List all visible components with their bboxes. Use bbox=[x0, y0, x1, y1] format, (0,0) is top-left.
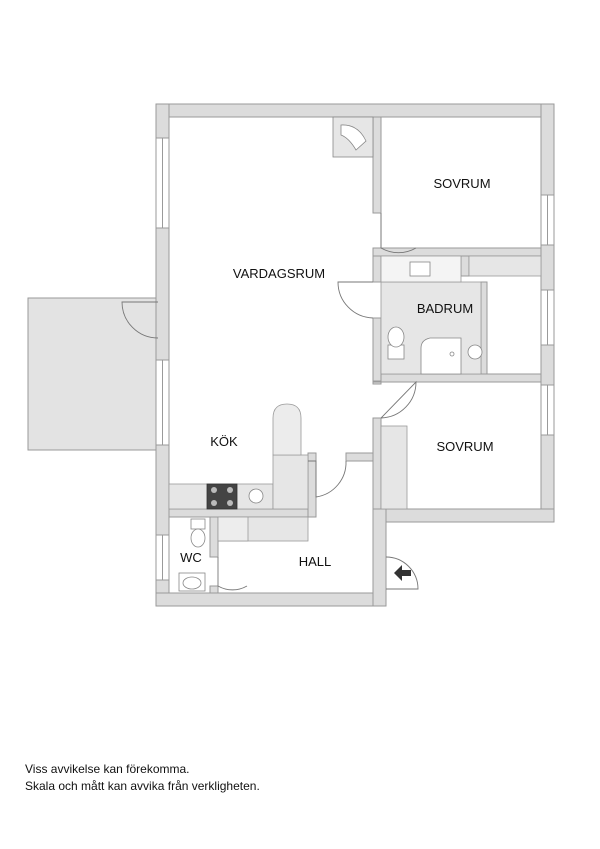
kitchen-sink-icon bbox=[248, 488, 264, 504]
room-label-bedroom-bottom: SOVRUM bbox=[436, 439, 493, 454]
washer-counter bbox=[468, 255, 542, 277]
room-label-living: VARDAGSRUM bbox=[233, 266, 325, 281]
stove-icon bbox=[206, 483, 238, 510]
hall-wardrobe bbox=[217, 516, 309, 542]
room-label-wc: WC bbox=[180, 550, 202, 565]
bathroom-toilet-icon bbox=[387, 326, 405, 360]
bathroom-sink bbox=[409, 261, 431, 277]
room-label-hall: HALL bbox=[299, 554, 332, 569]
disclaimer-line-1: Viss avvikelse kan förekomma. bbox=[25, 762, 190, 776]
disclaimer-line-2: Skala och mått kan avvika från verklighe… bbox=[25, 779, 260, 793]
room-label-kitchen: KÖK bbox=[210, 434, 238, 449]
doors bbox=[121, 213, 419, 591]
windows bbox=[155, 137, 555, 581]
wc-sink-icon bbox=[178, 572, 206, 592]
shower-icon bbox=[420, 337, 483, 375]
room-label-bathroom: BADRUM bbox=[417, 301, 473, 316]
outer-walls bbox=[155, 103, 555, 607]
fireplace-icon bbox=[332, 116, 374, 158]
wc-toilet-icon bbox=[190, 518, 206, 548]
bedroom-wardrobe bbox=[380, 425, 408, 510]
entrance-arrow-icon bbox=[394, 565, 411, 581]
room-label-bedroom-top: SOVRUM bbox=[433, 176, 490, 191]
kitchen-counters bbox=[168, 403, 309, 510]
balcony bbox=[27, 297, 159, 451]
